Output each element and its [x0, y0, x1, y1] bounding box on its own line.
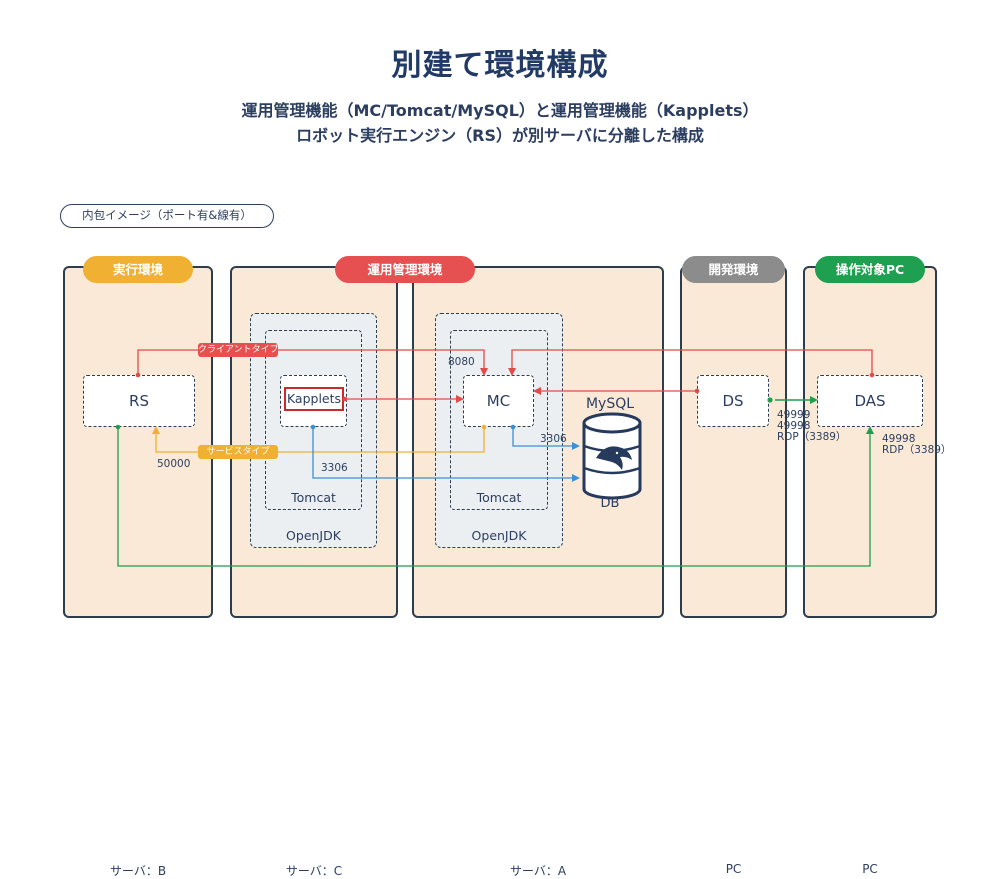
connection-lines — [115, 349, 875, 567]
wire-das-mc — [508, 349, 873, 376]
subtitle-line-2: ロボット実行エンジン（RS）が別サーバに分離した構成 — [296, 126, 704, 145]
badge-operations-env: 運用管理環境 — [335, 256, 475, 283]
panel-footer-server-c: サーバ：C — [285, 864, 343, 878]
tomcat-container-c: Tomcat — [265, 330, 362, 510]
ds-node: DS — [697, 375, 769, 427]
mc-node: MC — [463, 375, 534, 427]
wire-mc-db — [512, 427, 580, 450]
panel-footer-pc-dev: PC — [725, 862, 742, 876]
das-node: DAS — [817, 375, 923, 427]
panel-footer-pc-target: PC — [862, 862, 878, 876]
tomcat-label-a: Tomcat — [476, 490, 522, 505]
client-type-tag: クライアントタイプ — [198, 343, 279, 357]
wire-kapplets-db — [312, 427, 580, 482]
wire-rs-das — [117, 426, 874, 567]
diagram-type-tag: 内包イメージ（ポート有&線有） — [60, 204, 274, 228]
ds-port-2: 49998 — [777, 420, 811, 432]
tomcat-container-a: Tomcat — [450, 330, 548, 510]
badge-execution-env: 実行環境 — [83, 256, 193, 283]
wire-service-mc-rs — [152, 426, 485, 453]
service-type-tag: サービスタイプ — [198, 445, 278, 459]
ds-port-3: RDP（3389） — [777, 431, 847, 443]
port-3306-kapplets: 3306 — [321, 462, 348, 474]
mysql-label: MySQL — [585, 396, 635, 412]
openjdk-container-a: OpenJDK — [435, 313, 563, 548]
wire-client-rs-mc — [137, 349, 488, 376]
port-50000: 50000 — [157, 458, 191, 470]
rs-node: RS — [83, 375, 195, 427]
kapplets-label: Kapplets — [284, 387, 344, 411]
badge-development-env: 開発環境 — [682, 256, 785, 283]
openjdk-label-c: OpenJDK — [286, 528, 341, 543]
page-title: 別建て環境構成 — [391, 48, 609, 83]
openjdk-label-a: OpenJDK — [471, 528, 527, 543]
tomcat-label-c: Tomcat — [291, 490, 336, 505]
das-port-1: 49998 — [882, 433, 916, 445]
db-label: DB — [600, 496, 620, 511]
panel-footer-server-a: サーバ：A — [509, 864, 567, 878]
database-icon — [582, 412, 642, 500]
badge-target-pc: 操作対象PC — [815, 256, 925, 283]
panel-server-b: サーバ：B — [63, 266, 213, 878]
subtitle-line-1: 運用管理機能（MC/Tomcat/MySQL）と運用管理機能（Kapplets） — [241, 101, 759, 120]
port-8080: 8080 — [448, 356, 475, 368]
das-port-2: RDP（3389） — [882, 444, 952, 456]
ds-port-1: 49999 — [777, 409, 811, 421]
panel-footer-server-b: サーバ：B — [109, 864, 167, 878]
port-3306-mc: 3306 — [540, 433, 567, 445]
